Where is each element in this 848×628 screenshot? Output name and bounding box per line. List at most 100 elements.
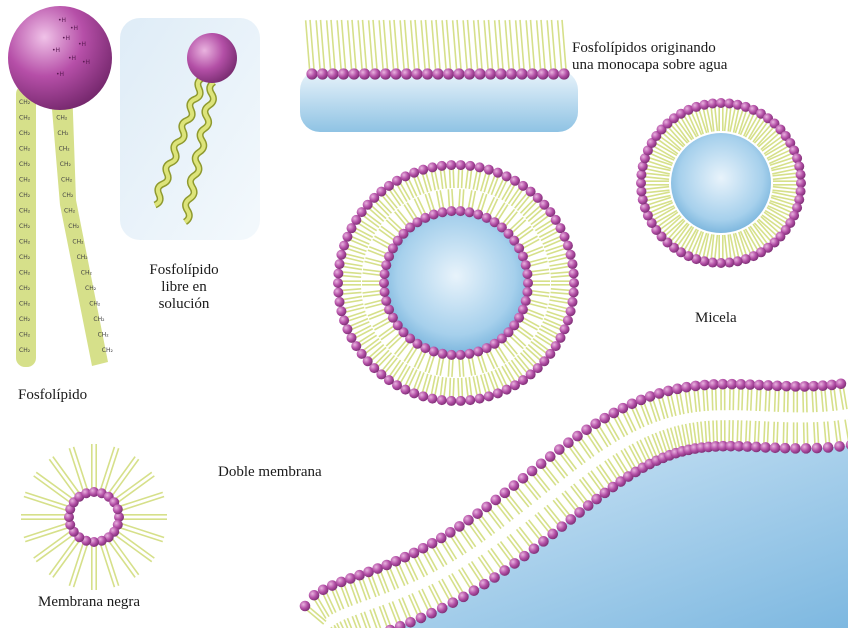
lipid-head	[446, 350, 456, 360]
lipid-head	[566, 250, 576, 260]
lipid-head	[708, 379, 719, 390]
lipid-head	[342, 232, 352, 242]
lipid-head	[458, 592, 469, 603]
lipid-head	[790, 381, 801, 392]
lipid-head	[363, 567, 374, 578]
lipid-tail	[505, 20, 509, 72]
lipid-head	[493, 168, 503, 178]
lipid-tail	[53, 539, 81, 578]
lipid-head	[495, 68, 506, 79]
lipid-tail	[436, 20, 440, 72]
lipid-head	[493, 388, 503, 398]
lipid-head	[736, 379, 747, 390]
ch2-mark: CH₂	[56, 115, 68, 122]
lipid-head	[808, 381, 819, 392]
head-atom-mark: •H	[52, 47, 60, 54]
lipid-head	[567, 259, 577, 269]
ch2-mark: CH₂	[19, 316, 31, 323]
lipid-tail	[426, 20, 430, 72]
lipid-tail	[337, 20, 341, 72]
micelle	[636, 98, 806, 268]
label-free-line-3: solución	[128, 296, 240, 313]
lipid-head	[446, 396, 456, 406]
lipid-tail	[552, 20, 556, 72]
lipid-tail	[432, 20, 436, 72]
lipid-head	[380, 287, 390, 297]
lipid-head	[790, 443, 801, 454]
lipid-tail	[107, 457, 135, 496]
lipid-head	[566, 306, 576, 316]
lipid-tail	[484, 20, 488, 72]
lipid-tail	[421, 20, 425, 72]
lipid-head	[306, 68, 317, 79]
lipid-tail	[516, 20, 520, 72]
lipid-head	[336, 577, 347, 588]
lipid-tail	[321, 20, 325, 72]
lipid-head	[317, 68, 328, 79]
lipid-tail	[400, 20, 404, 72]
lipid-head	[519, 551, 530, 562]
lipid-head	[347, 333, 357, 343]
lipid-head	[465, 395, 475, 405]
lipid-head	[537, 68, 548, 79]
lipid-tail	[405, 20, 409, 72]
lipid-head	[572, 431, 583, 442]
lipid-head	[411, 68, 422, 79]
lipid-head	[799, 381, 810, 392]
monolayer-diagram	[300, 20, 578, 132]
lipid-head	[727, 379, 738, 390]
lipid-head	[518, 251, 528, 261]
lipid-head	[456, 350, 466, 360]
lipid-head	[342, 324, 352, 334]
lipid-head	[690, 381, 701, 392]
lipid-head	[527, 68, 538, 79]
lipid-tail	[116, 530, 155, 558]
lipid-head	[469, 585, 480, 596]
ch2-mark: CH₂	[19, 146, 31, 153]
lipid-head	[547, 529, 558, 540]
ch2-mark: CH₂	[19, 347, 31, 354]
lipid-head	[336, 306, 346, 316]
lipid-tail	[558, 20, 562, 72]
lipid-head	[563, 241, 573, 251]
lipid-head	[418, 543, 429, 554]
lipid-head	[536, 458, 547, 469]
ch2-mark: CH₂	[72, 239, 84, 246]
lipid-head	[751, 442, 762, 453]
lipid-head	[318, 585, 329, 596]
label-monolayer-line-2: una monocapa sobre agua	[572, 57, 727, 74]
lipid-head	[516, 68, 527, 79]
lipid-head	[599, 413, 610, 424]
lipid-tail	[363, 20, 367, 72]
lipid-head	[446, 206, 456, 216]
lipid-head	[781, 381, 792, 392]
lipid-head	[475, 162, 485, 172]
lipid-head	[645, 391, 656, 402]
lipid-head	[453, 68, 464, 79]
lipid-tail	[352, 20, 356, 72]
lipid-head	[796, 170, 806, 180]
lipid-head	[801, 443, 812, 454]
lipid-tail	[327, 20, 331, 72]
lipid-head	[760, 442, 771, 453]
lipid-head	[770, 443, 781, 454]
lipid-tail	[390, 20, 394, 72]
head-atom-mark: •H	[56, 71, 64, 78]
lipid-head	[464, 68, 475, 79]
lipid-head	[481, 502, 492, 513]
lipid-head	[560, 324, 570, 334]
lipid-head	[583, 500, 594, 511]
lipid-head	[381, 260, 391, 270]
lipid-head	[333, 269, 343, 279]
lipid-head	[463, 515, 474, 526]
label-monolayer: Fosfolípidos originando una monocapa sob…	[572, 40, 727, 74]
lipid-head	[474, 68, 485, 79]
lipid-tail	[342, 20, 346, 72]
lipid-head	[484, 165, 494, 175]
label-phospholipid: Fosfolípido	[18, 387, 87, 404]
lipid-head	[745, 379, 756, 390]
lipid-head	[500, 488, 511, 499]
lipid-head	[827, 380, 838, 391]
lipid-head	[581, 424, 592, 435]
phospholipid-molecule: CH₂CH₂CH₂CH₂CH₂CH₂CH₂CH₂CH₂CH₂CH₂CH₂CH₂C…	[8, 6, 114, 367]
